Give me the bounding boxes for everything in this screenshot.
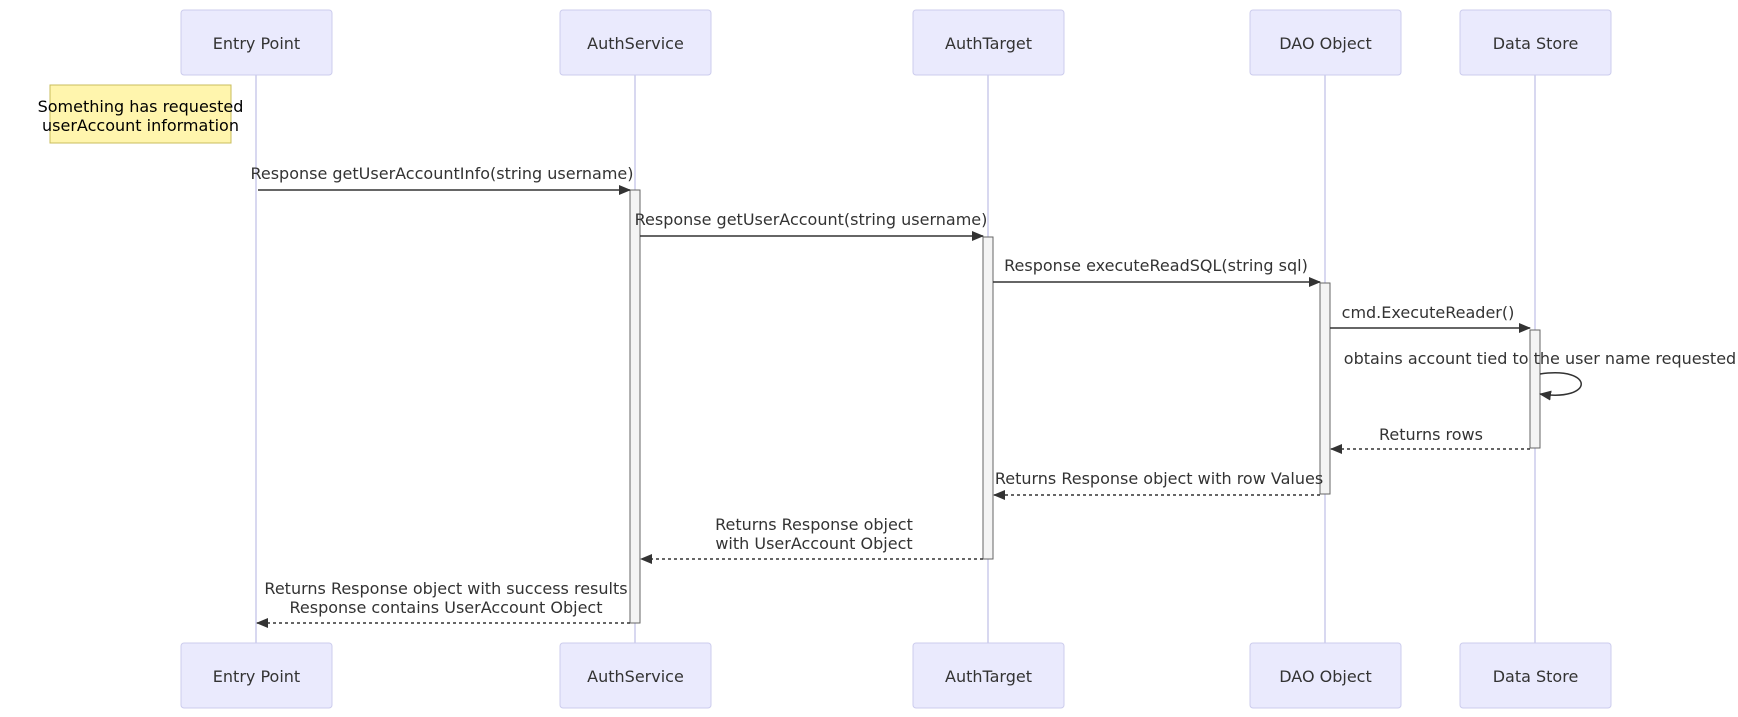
activation-authservice <box>629 189 641 624</box>
actor-entry-point-top: Entry Point <box>180 9 333 76</box>
activation-data-store <box>1529 329 1541 449</box>
message-label-1: Response getUserAccountInfo(string usern… <box>250 164 633 183</box>
actors-bottom: Entry Point AuthService AuthTarget DAO O… <box>180 642 1612 709</box>
message-label-3: Response executeReadSQL(string sql) <box>1004 256 1308 275</box>
note-box <box>49 84 232 144</box>
note: Something has requested userAccount info… <box>38 84 244 144</box>
activation-dao-object <box>1319 282 1331 495</box>
actor-authtarget-top: AuthTarget <box>912 9 1065 76</box>
actor-dao-object-bottom-label: DAO Object <box>1279 667 1372 686</box>
actor-data-store-top-label: Data Store <box>1493 34 1579 53</box>
activations <box>629 189 1541 624</box>
actor-authtarget-bottom: AuthTarget <box>912 642 1065 709</box>
actor-entry-point-bottom: Entry Point <box>180 642 333 709</box>
message-label-2: Response getUserAccount(string username) <box>635 210 988 229</box>
message-label-8a: Returns Response object <box>715 515 913 534</box>
message-label-5: obtains account tied to the user name re… <box>1344 349 1736 368</box>
message-arrow-5 <box>1539 372 1582 401</box>
actor-authservice-bottom: AuthService <box>559 642 712 709</box>
actor-data-store-top: Data Store <box>1459 9 1612 76</box>
message-label-4: cmd.ExecuteReader() <box>1342 303 1515 322</box>
message-label-6: Returns rows <box>1379 425 1483 444</box>
actors-top: Entry Point AuthService AuthTarget DAO O… <box>180 9 1612 76</box>
activation-authtarget <box>982 236 994 560</box>
actor-data-store-bottom-label: Data Store <box>1493 667 1579 686</box>
note-line-2: userAccount information <box>42 116 239 135</box>
message-label-7: Returns Response object with row Values <box>995 469 1323 488</box>
actor-data-store-bottom: Data Store <box>1459 642 1612 709</box>
note-line-1: Something has requested <box>38 97 244 116</box>
message-label-9a: Returns Response object with success res… <box>264 579 627 598</box>
actor-dao-object-top: DAO Object <box>1249 9 1402 76</box>
actor-authservice-top-label: AuthService <box>587 34 684 53</box>
message-label-8b: with UserAccount Object <box>715 534 912 553</box>
actor-authservice-top: AuthService <box>559 9 712 76</box>
actor-authtarget-top-label: AuthTarget <box>945 34 1032 53</box>
message-label-9b: Response contains UserAccount Object <box>289 598 602 617</box>
messages: Response getUserAccountInfo(string usern… <box>250 164 1736 628</box>
actor-authservice-bottom-label: AuthService <box>587 667 684 686</box>
actor-dao-object-bottom: DAO Object <box>1249 642 1402 709</box>
actor-authtarget-bottom-label: AuthTarget <box>945 667 1032 686</box>
actor-entry-point-bottom-label: Entry Point <box>213 667 300 686</box>
actor-dao-object-top-label: DAO Object <box>1279 34 1372 53</box>
actor-entry-point-top-label: Entry Point <box>213 34 300 53</box>
